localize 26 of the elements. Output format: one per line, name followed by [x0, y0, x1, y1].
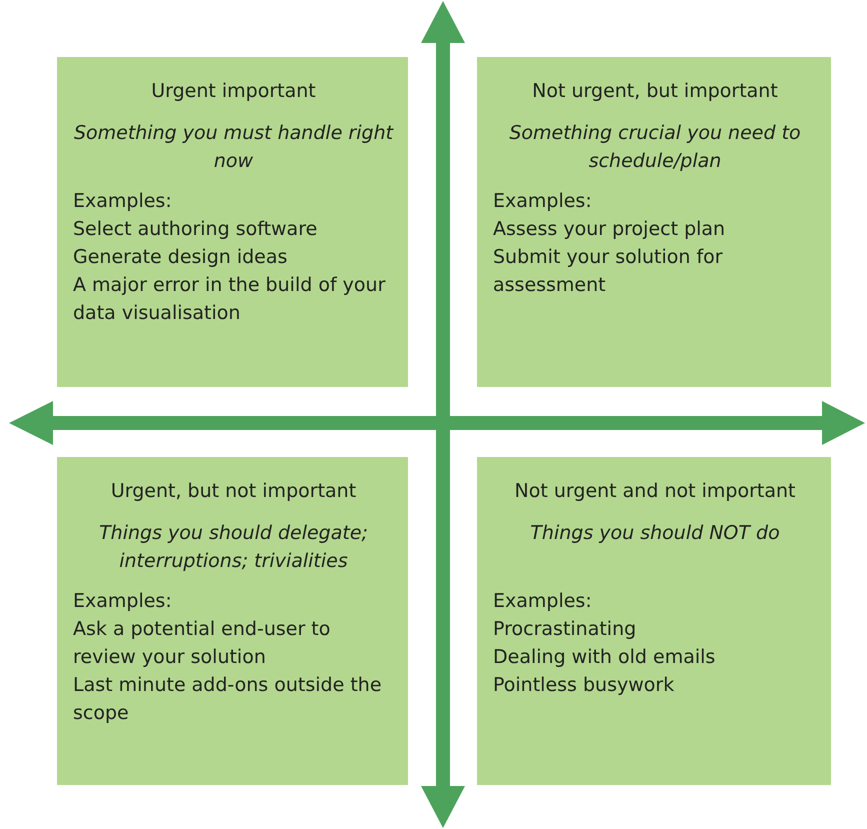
quadrant-subtitle: Things you should NOT do	[529, 521, 781, 546]
example-item: Dealing with old emails	[493, 645, 716, 670]
example-item: Submit your solution for assessment	[493, 245, 724, 298]
examples-heading: Examples:	[493, 589, 593, 614]
quadrant-heading: Not urgent, but important	[531, 79, 779, 104]
examples-heading: Examples:	[73, 589, 173, 614]
quadrant-box	[57, 57, 408, 387]
example-item: Last minute add-ons outside the scope	[73, 673, 383, 726]
example-item: Ask a potential end-user to review your solution	[73, 617, 332, 670]
quadrant-subtitle: Something you must handle right now	[73, 121, 394, 174]
quadrant-subtitle: Things you should delegate; interruptions; trivialities	[98, 521, 369, 574]
example-item: Procrastinating	[493, 617, 638, 642]
example-item: A major error in the build of your data visualisation	[73, 273, 386, 326]
examples-heading: Examples:	[493, 189, 593, 214]
example-item: Select authoring software	[73, 217, 318, 242]
example-item: Generate design ideas	[73, 245, 288, 270]
examples-heading: Examples:	[73, 189, 173, 214]
quadrant-heading: Not urgent and not important	[514, 479, 796, 504]
example-item: Pointless busywork	[493, 673, 676, 698]
quadrant-box	[57, 457, 408, 785]
quadrant-subtitle: Something crucial you need to schedule/plan	[508, 121, 802, 174]
quadrant-box	[477, 457, 831, 785]
quadrant-heading: Urgent important	[150, 79, 317, 104]
example-item: Assess your project plan	[493, 217, 726, 242]
quadrant-heading: Urgent, but not important	[110, 479, 358, 504]
quadrant-box	[477, 57, 831, 387]
